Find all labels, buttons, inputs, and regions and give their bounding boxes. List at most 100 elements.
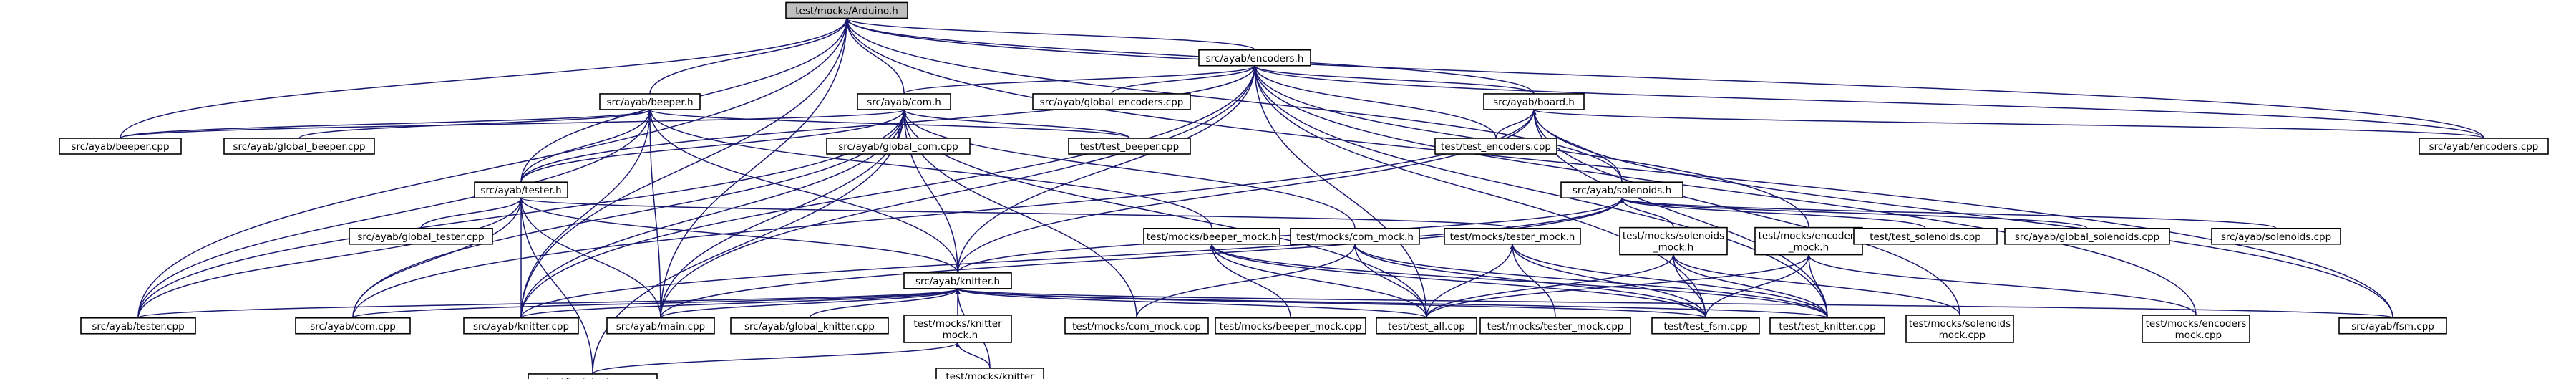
edge-beeper_h-to-main_cpp [647, 109, 661, 318]
edge-encoders_h-to-test_all_cpp [1252, 65, 1427, 318]
node-box [935, 368, 1044, 379]
node-box [606, 317, 715, 335]
node-beeper-mock-cpp[interactable]: test/mocks/beeper_mock.cpp [1215, 317, 1366, 335]
node-global-com-cpp[interactable]: src/ayab/global_com.cpp [826, 138, 971, 155]
edge-tester_mock_h-to-test_knitter_cpp [1510, 244, 1828, 318]
node-beeper-mock-h[interactable]: test/mocks/beeper_mock.h [1143, 227, 1280, 245]
edge-knitter_h-to-tester_cpp [137, 288, 961, 319]
edge-tester_h-to-tester_cpp [137, 198, 524, 318]
edge-com_h-to-tester_h [520, 109, 907, 183]
edge-beeper_h-to-tester_cpp [137, 109, 653, 318]
node-box [1215, 317, 1366, 335]
node-label: src/ayab/com.h [867, 97, 941, 108]
edge-arduino_h-to-encoders_h [844, 17, 1255, 51]
node-tester-cpp[interactable]: src/ayab/tester.cpp [80, 317, 196, 335]
node-test-tester-cpp[interactable]: test/test_tester.cpp [528, 373, 658, 379]
node-label: src/ayab/global_com.cpp [838, 141, 958, 153]
edge-arduino_h-to-knitter_cpp [520, 18, 850, 318]
node-solenoids-cpp[interactable]: src/ayab/solenoids.cpp [2211, 227, 2341, 245]
edge-com_h-to-com_cpp [352, 109, 907, 318]
node-board-h[interactable]: src/ayab/board.h [1483, 93, 1585, 110]
node-test-encoders-cpp[interactable]: test/test_encoders.cpp [1434, 138, 1557, 155]
node-box [1290, 227, 1420, 245]
node-box [1376, 317, 1477, 335]
edge-arduino_h-to-beeper_cpp [120, 18, 850, 139]
node-test-knitter-cpp[interactable]: test/test_knitter.cpp [1769, 317, 1885, 335]
node-label: test/mocks/com_mock.cpp [1072, 321, 1201, 332]
node-label: test/mocks/com_mock.h [1296, 231, 1414, 243]
node-global-knitter-cpp[interactable]: src/ayab/global_knitter.cpp [730, 317, 889, 335]
node-label: test/mocks/solenoids [1623, 231, 1724, 242]
node-encoders-mock-cpp[interactable]: test/mocks/encoders_mock.cpp [2142, 315, 2250, 343]
node-box [785, 1, 908, 19]
edge-encoders_mock_h-to-test_all_cpp [1426, 254, 1812, 318]
node-knitter-cpp[interactable]: src/ayab/knitter.cpp [463, 317, 579, 335]
node-box [1769, 317, 1885, 335]
node-com-mock-cpp[interactable]: test/mocks/com_mock.cpp [1064, 317, 1209, 335]
edge-arduino_h-to-beeper_h [649, 18, 850, 94]
edge-encoders_h-to-knitter_h [957, 65, 1258, 273]
edge-encoders_mock_h-to-encoders_mock_cpp [1806, 254, 2197, 316]
node-solenoids-h[interactable]: src/ayab/solenoids.h [1560, 181, 1683, 198]
edge-knitter_h-to-test_all_cpp [955, 288, 1427, 319]
node-test-all-cpp[interactable]: test/test_all.cpp [1376, 317, 1477, 335]
node-box [903, 272, 1012, 289]
edge-solenoids_h-to-solenoids_cpp [1619, 197, 2277, 229]
node-tester-mock-cpp[interactable]: test/mocks/tester_mock.cpp [1479, 317, 1631, 335]
edge-solenoids_h-to-global_solenoids_cpp [1619, 197, 2088, 229]
node-label: _mock.cpp [2169, 330, 2222, 341]
node-label: test/mocks/encoders [1759, 231, 1860, 242]
node-box [1651, 317, 1760, 335]
node-label: src/ayab/global_beeper.cpp [233, 141, 365, 153]
node-tester-h[interactable]: src/ayab/tester.h [474, 181, 568, 198]
node-encoders-mock-h[interactable]: test/mocks/encoders_mock.h [1754, 226, 1863, 256]
node-label: test/test_solenoids.cpp [1870, 231, 1981, 243]
node-label: src/ayab/global_encoders.cpp [1040, 97, 1184, 108]
node-label: test/mocks/tester_mock.h [1450, 231, 1575, 243]
node-encoders-h[interactable]: src/ayab/encoders.h [1198, 49, 1311, 67]
node-global-solenoids-cpp[interactable]: src/ayab/global_solenoids.cpp [2004, 227, 2170, 245]
node-box [826, 138, 971, 155]
edge-com_h-to-beeper_cpp [120, 109, 907, 139]
node-label: test/test_tester.cpp [546, 377, 640, 379]
node-label: src/ayab/encoders.h [1206, 53, 1304, 64]
edge-encoders_h-to-test_encoders_cpp [1252, 65, 1497, 139]
node-tester-mock-h[interactable]: test/mocks/tester_mock.h [1444, 227, 1581, 245]
node-solenoids-mock-h[interactable]: test/mocks/solenoids_mock.h [1619, 226, 1728, 256]
edge-beeper_h-to-global_beeper_cpp [298, 109, 653, 139]
node-box [295, 317, 411, 335]
node-layer: test/mocks/Arduino.h src/ayab/encoders.h s… [59, 1, 2549, 379]
edge-solenoids_mock_h-to-test_fsm_cpp [1671, 254, 1706, 318]
edge-encoders_h-to-com_h [903, 65, 1258, 95]
node-box [599, 93, 701, 110]
node-test-beeper-cpp[interactable]: test/test_beeper.cpp [1068, 138, 1191, 155]
node-global-beeper-cpp[interactable]: src/ayab/global_beeper.cpp [223, 138, 375, 155]
node-label: src/ayab/beeper.h [606, 97, 693, 108]
node-label: test/mocks/solenoids [1909, 318, 2011, 330]
node-global-encoders-cpp[interactable]: src/ayab/global_encoders.cpp [1032, 93, 1191, 110]
edge-solenoids_h-to-test_solenoids_cpp [1619, 197, 1926, 229]
node-com-mock-h[interactable]: test/mocks/com_mock.h [1290, 227, 1420, 245]
node-knitter-mock-h[interactable]: test/mocks/knitter_mock.h [903, 315, 1012, 343]
node-knitter-mock-cpp[interactable]: test/mocks/knitter_mock.cpp [935, 368, 1044, 379]
node-box [1032, 93, 1191, 110]
node-arduino-h[interactable]: test/mocks/Arduino.h [785, 1, 908, 19]
node-com-h[interactable]: src/ayab/com.h [857, 93, 951, 110]
edge-tester_h-to-main_cpp [518, 198, 661, 318]
node-encoders-cpp[interactable]: src/ayab/encoders.cpp [2419, 138, 2549, 155]
node-test-fsm-cpp[interactable]: test/test_fsm.cpp [1651, 317, 1760, 335]
node-main-cpp[interactable]: src/ayab/main.cpp [606, 317, 715, 335]
node-solenoids-mock-cpp[interactable]: test/mocks/solenoids_mock.cpp [1905, 315, 2014, 343]
node-beeper-cpp[interactable]: src/ayab/beeper.cpp [59, 138, 182, 155]
edge-solenoids_h-to-knitter_h [957, 197, 1625, 274]
edge-encoders_h-to-global_encoders_cpp [1111, 65, 1258, 95]
node-fsm-cpp[interactable]: src/ayab/fsm.cpp [2338, 317, 2447, 335]
edge-beeper_h-to-knitter_h [647, 109, 958, 273]
node-global-tester-cpp[interactable]: src/ayab/global_tester.cpp [349, 227, 493, 245]
edge-tester_mock_h-to-tester_mock_cpp [1510, 244, 1556, 318]
node-knitter-h[interactable]: src/ayab/knitter.h [903, 272, 1012, 289]
node-beeper-h[interactable]: src/ayab/beeper.h [599, 93, 701, 110]
node-test-solenoids-cpp[interactable]: test/test_solenoids.cpp [1853, 227, 1998, 245]
edge-knitter_h-to-test_knitter_cpp [955, 288, 1828, 319]
node-com-cpp[interactable]: src/ayab/com.cpp [295, 317, 411, 335]
